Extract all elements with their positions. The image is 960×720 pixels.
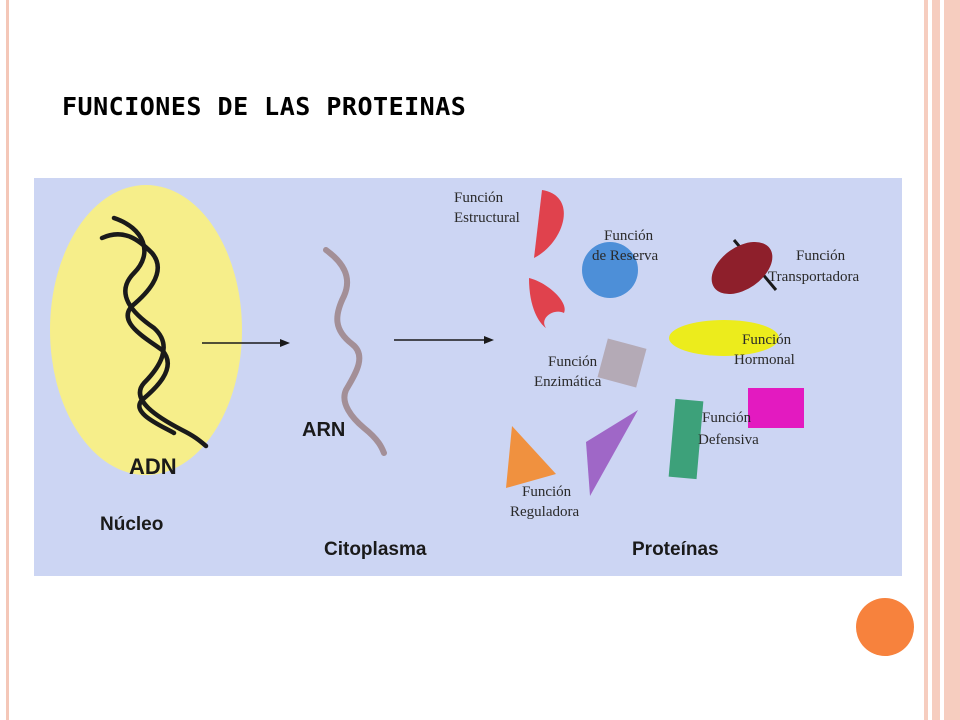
estructural-shape-bottom [529,278,565,328]
hormonal-label-line1: Función [742,332,792,348]
reguladora-label-line2: Reguladora [510,504,579,520]
estructural-shape-top [534,190,564,258]
slide-title: FUNCIONES DE LAS PROTEINAS [62,92,467,121]
section-label-citoplasma: Citoplasma [324,539,427,560]
section-label-nucleo: Núcleo [100,514,163,535]
nucleus-ellipse [50,185,242,475]
hormonal-ellipse [669,320,779,356]
defensiva-square [748,388,804,428]
reserva-label-line2: de Reserva [592,248,659,264]
arn-strand [323,247,387,456]
transportadora-label-line2: Transportadora [768,269,859,285]
enzimatica-label-line1: Función [548,354,598,370]
orange-circle-decoration [856,598,914,656]
estructural-label-line1: Función [454,190,504,206]
estructural-label-line2: Estructural [454,210,520,226]
arrow-nucleus-to-cytoplasm [202,339,290,347]
defensiva-label-line1: Función [702,410,752,426]
transportadora-shape [711,239,778,295]
reguladora-triangle-orange [506,426,556,488]
right-border-decoration [920,0,960,720]
defensiva-rectangle [668,398,704,480]
reguladora-label-line1: Función [522,484,572,500]
section-label-proteinas: Proteínas [632,539,719,560]
protein-functions-diagram: ADN ARN Función Estructural Función de R… [34,178,902,576]
arrow-cytoplasm-to-proteins [394,336,494,344]
left-border-decoration [6,0,9,720]
defensiva-label-line2: Defensiva [698,432,759,448]
reserva-circle [582,242,638,298]
enzimatica-square [597,338,647,388]
reguladora-triangle-purple [586,410,638,496]
reserva-label-line1: Función [604,228,654,244]
transportadora-label-line1: Función [796,248,846,264]
arn-label: ARN [302,419,345,441]
enzimatica-label-line2: Enzimática [534,374,602,390]
dna-helix [99,215,209,449]
hormonal-label-line2: Hormonal [734,352,795,368]
adn-label: ADN [129,454,177,479]
